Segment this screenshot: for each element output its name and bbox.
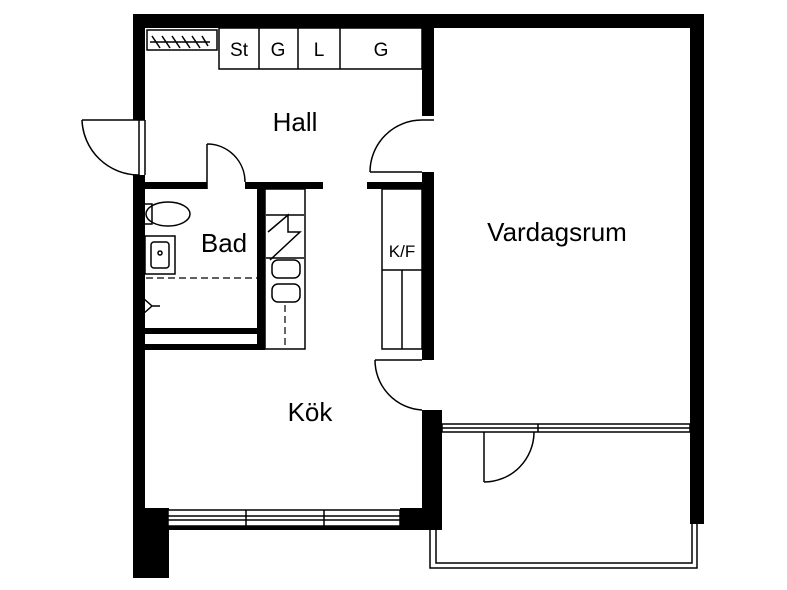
fridge-freezer <box>381 188 423 350</box>
entrance-door <box>81 119 146 176</box>
bathroom-door <box>206 143 246 189</box>
storage-g1-label: G <box>271 40 286 61</box>
balcony-door <box>483 431 535 483</box>
kitchen-windows <box>167 509 401 527</box>
kf-label: K/F <box>389 242 415 261</box>
storage-g2-label: G <box>374 40 389 61</box>
storage-l-label: L <box>314 40 325 61</box>
balcony-window <box>441 423 691 433</box>
room-label-kok: Kök <box>288 397 334 427</box>
room-label-hall: Hall <box>273 107 318 137</box>
wardrobe-row <box>146 27 423 70</box>
room-label-vardagsrum: Vardagsrum <box>487 217 627 247</box>
storage-st-label: St <box>230 40 249 61</box>
kitchen-counter <box>264 188 306 350</box>
living-room-door <box>369 119 434 173</box>
balcony <box>429 430 698 569</box>
room-label-bad: Bad <box>201 228 247 258</box>
washbasin <box>144 235 176 275</box>
kitchen-door <box>374 359 423 411</box>
shower-area <box>142 277 257 315</box>
toilet <box>143 201 191 227</box>
